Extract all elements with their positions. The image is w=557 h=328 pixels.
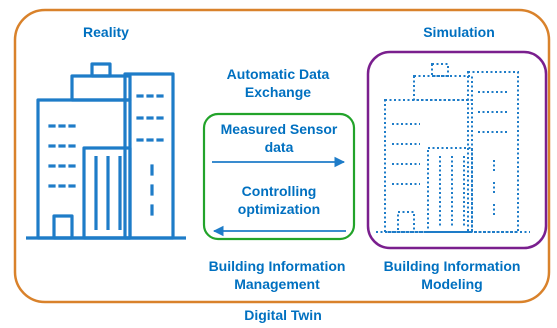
bim-modeling-line1: Building Information <box>384 258 521 274</box>
bim-management-line2: Management <box>234 276 320 292</box>
bim-management-line1: Building Information <box>209 258 346 274</box>
controlling-line1: Controlling <box>242 183 317 199</box>
building-icon <box>26 62 186 240</box>
automatic-exchange-line2: Exchange <box>245 84 311 100</box>
simulation-label: Simulation <box>423 24 495 40</box>
automatic-exchange-line1: Automatic Data <box>227 66 330 82</box>
dotted-building-icon <box>376 63 530 233</box>
digital-twin-frame <box>13 8 551 304</box>
sensor-data-line2: data <box>265 139 294 155</box>
digital-twin-label: Digital Twin <box>244 307 322 323</box>
bim-modeling-line2: Modeling <box>421 276 482 292</box>
data-exchange-box <box>202 112 356 241</box>
sensor-data-line1: Measured Sensor <box>221 121 338 137</box>
simulation-frame <box>366 50 548 250</box>
reality-label: Reality <box>83 24 129 40</box>
controlling-line2: optimization <box>238 201 320 217</box>
